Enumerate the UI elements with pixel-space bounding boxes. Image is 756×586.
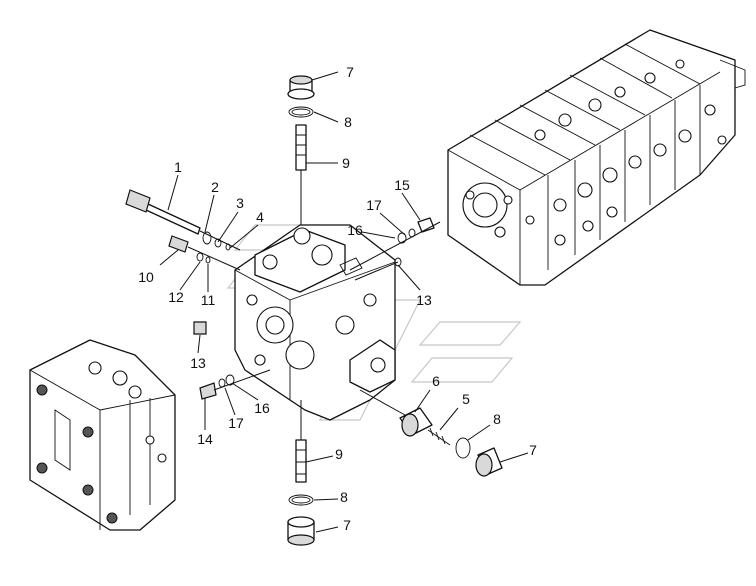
right-lower-parts (359, 389, 503, 477)
center-valve-section (234, 224, 396, 421)
callout-8-right: 8 (493, 411, 501, 427)
bottom-parts (287, 400, 315, 546)
callout-1: 1 (174, 159, 182, 175)
callout-13-left: 13 (190, 355, 206, 371)
callout-3: 3 (236, 195, 244, 211)
callout-16-left: 16 (254, 400, 270, 416)
callout-8-top: 8 (344, 114, 352, 130)
lower-left-small-parts (193, 321, 271, 400)
stacked-valve-block (447, 29, 746, 286)
callout-5: 5 (462, 391, 470, 407)
callout-11: 11 (201, 292, 216, 308)
callout-13-right: 13 (416, 292, 432, 308)
callout-6: 6 (432, 373, 440, 389)
callout-9-top: 9 (342, 155, 350, 171)
callout-labels: 1 2 3 4 5 6 7 7 7 8 8 8 9 9 10 11 12 13 … (138, 64, 537, 533)
top-parts (287, 75, 315, 225)
right-side-parts (349, 217, 441, 281)
end-cover (29, 339, 176, 531)
callout-7-bottom: 7 (343, 517, 351, 533)
callout-9-bottom: 9 (335, 446, 343, 462)
callout-12: 12 (168, 289, 184, 305)
left-side-parts (125, 189, 241, 271)
callout-leaders (159, 71, 529, 533)
callout-17-left: 17 (228, 415, 244, 431)
callout-17-right: 17 (366, 197, 382, 213)
callout-16-right: 16 (347, 222, 363, 238)
callout-7-right: 7 (529, 442, 537, 458)
callout-14: 14 (197, 431, 213, 447)
callout-10: 10 (138, 269, 154, 285)
callout-15: 15 (394, 177, 410, 193)
callout-8-bottom: 8 (340, 489, 348, 505)
callout-2: 2 (211, 179, 219, 195)
callout-4: 4 (256, 209, 264, 225)
callout-7-top: 7 (346, 64, 354, 80)
